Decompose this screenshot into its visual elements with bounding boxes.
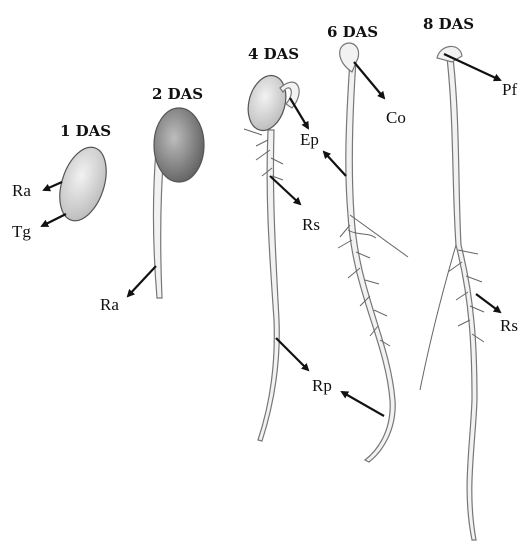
seedling-4das bbox=[242, 71, 299, 441]
label-pf: Pf bbox=[502, 80, 517, 99]
seedling-2das bbox=[153, 108, 204, 298]
label-rp: Rp bbox=[312, 376, 332, 395]
label-ep: Ep bbox=[300, 130, 319, 149]
stage-label-2das: 2 DAS bbox=[152, 85, 203, 103]
arrow-rs-4das bbox=[270, 176, 300, 204]
arrow-ep bbox=[290, 98, 308, 128]
label-tg: Tg bbox=[12, 222, 31, 241]
stage-label-4das: 4 DAS bbox=[248, 45, 299, 63]
arrow-rp-4das bbox=[276, 338, 308, 370]
label-ra-1das: Ra bbox=[12, 181, 31, 200]
arrow-ra-1das bbox=[44, 182, 62, 190]
arrow-ep-from-6das bbox=[324, 152, 346, 176]
stage-label-1das: 1 DAS bbox=[60, 122, 111, 140]
label-co: Co bbox=[386, 108, 406, 127]
stage-label-6das: 6 DAS bbox=[327, 23, 378, 41]
arrow-rs-8das bbox=[476, 294, 500, 312]
arrow-co bbox=[354, 62, 384, 98]
label-rs-8das: Rs bbox=[500, 316, 518, 335]
seedling-6das bbox=[338, 43, 408, 462]
arrow-rp-6das bbox=[342, 392, 384, 416]
label-rs-4das: Rs bbox=[302, 215, 320, 234]
seed-1das bbox=[51, 141, 114, 226]
seedling-8das bbox=[420, 46, 484, 540]
stage-label-8das: 8 DAS bbox=[423, 15, 474, 33]
label-ra-2das: Ra bbox=[100, 295, 119, 314]
arrow-ra-2das bbox=[128, 266, 156, 296]
arrow-tg bbox=[42, 214, 66, 226]
